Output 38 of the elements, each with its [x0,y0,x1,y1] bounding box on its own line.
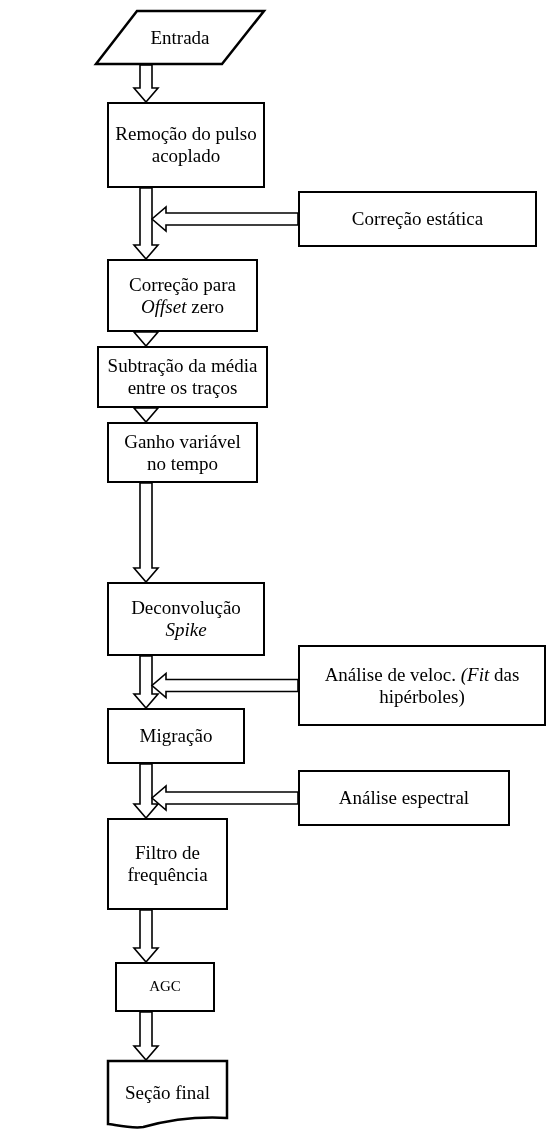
process-box [298,191,537,247]
process-box [107,422,258,483]
block-arrow [150,205,299,233]
input-parallelogram [95,10,265,65]
process-box [97,346,268,408]
block-arrow [132,763,160,820]
process-box [107,259,258,332]
process-box [115,962,215,1012]
process-box [107,582,265,656]
process-box [298,770,510,826]
block-arrow [132,655,160,710]
step-label: Entrada [149,26,211,49]
block-arrow [132,187,160,261]
step-label: Correção estática [350,208,485,230]
step-label: Remoção do pulso acoplado [114,123,258,167]
process-box [107,708,245,764]
step-label: Correção para Offset zero [127,273,238,318]
block-arrow [132,482,160,584]
step-label: Migração [138,725,214,747]
block-arrow [132,1011,160,1062]
step-label: Ganho variável no tempo [123,430,242,475]
step-label: Deconvolução Spike [130,597,242,641]
step-label: AGC [148,978,182,996]
step-label: Análise espectral [337,787,471,809]
block-arrow [132,407,160,424]
process-box [298,645,546,726]
block-arrow [132,909,160,964]
step-label: Filtro de frequência [126,842,209,886]
document-shape [107,1060,228,1126]
process-box [107,102,265,188]
step-label: Seção final [124,1082,211,1104]
process-box [107,818,228,910]
block-arrow [150,784,299,812]
step-label: Subtração da média entre os traços [106,355,259,399]
block-arrow [132,331,160,348]
step-label: Análise de veloc. (Fit das hipérboles) [323,663,521,708]
block-arrow [150,671,299,700]
block-arrow [132,64,160,104]
